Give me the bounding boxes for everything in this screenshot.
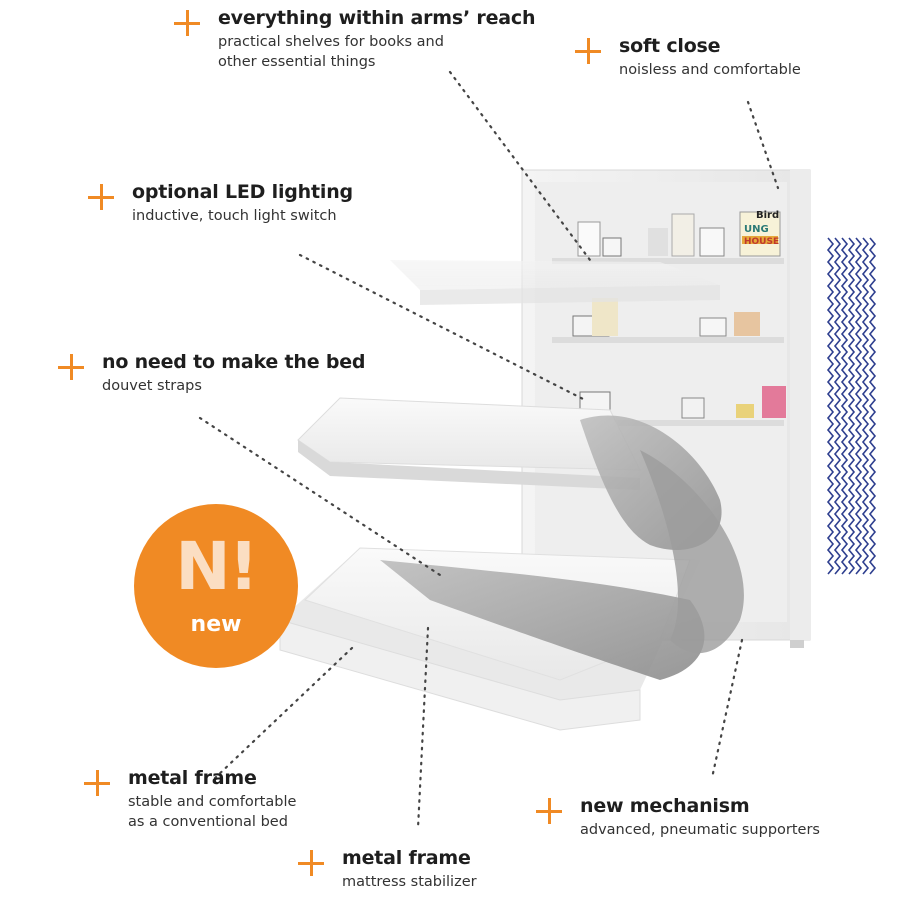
- feature-description: practical shelves for books and: [218, 34, 444, 50]
- zigzag-stroke: [847, 237, 856, 575]
- book-title-line1: Bird: [756, 210, 779, 221]
- feature-description: as a conventional bed: [128, 814, 288, 830]
- feature-title: soft close: [619, 35, 721, 57]
- feature-description: noisless and comfortable: [619, 62, 801, 78]
- plus-icon: [298, 850, 324, 876]
- zigzag-stroke: [826, 237, 835, 575]
- plus-icon: [88, 184, 114, 210]
- feature-description: stable and comfortable: [128, 794, 297, 810]
- feature-title: metal frame: [342, 847, 471, 869]
- feature-title: metal frame: [128, 767, 257, 789]
- zigzag-stroke: [868, 237, 877, 575]
- new-badge: N! new: [134, 504, 298, 668]
- zigzag-wall-pattern: [826, 237, 877, 575]
- feature-description: mattress stabilizer: [342, 874, 477, 890]
- plus-icon: [84, 770, 110, 796]
- zigzag-stroke: [833, 237, 842, 575]
- feature-title: new mechanism: [580, 795, 750, 817]
- open-bed: [279, 450, 744, 731]
- feature-description: inductive, touch light switch: [132, 208, 337, 224]
- shelf-book: Bird UNG HOUSE: [744, 210, 779, 247]
- new-badge-logo: N!: [175, 528, 258, 605]
- zigzag-stroke: [854, 237, 863, 575]
- feature-description: other essential things: [218, 54, 376, 70]
- plus-icon: [58, 354, 84, 380]
- feature-description: douvet straps: [102, 378, 202, 394]
- book-title-line2: UNG: [744, 224, 769, 235]
- leader-lines: [198, 70, 780, 830]
- plus-icon: [536, 798, 562, 824]
- zigzag-stroke: [840, 237, 849, 575]
- zigzag-stroke: [861, 237, 870, 575]
- plus-icon: [575, 38, 601, 64]
- new-badge-label: new: [190, 612, 242, 637]
- feature-title: optional LED lighting: [132, 181, 353, 203]
- book-title-line3: HOUSE: [744, 237, 779, 247]
- folding-bed-ghost: [390, 260, 720, 305]
- feature-title: no need to make the bed: [102, 351, 366, 373]
- feature-description: advanced, pneumatic supporters: [580, 822, 820, 838]
- feature-title: everything within arms’ reach: [218, 7, 536, 29]
- plus-icon: [174, 10, 200, 36]
